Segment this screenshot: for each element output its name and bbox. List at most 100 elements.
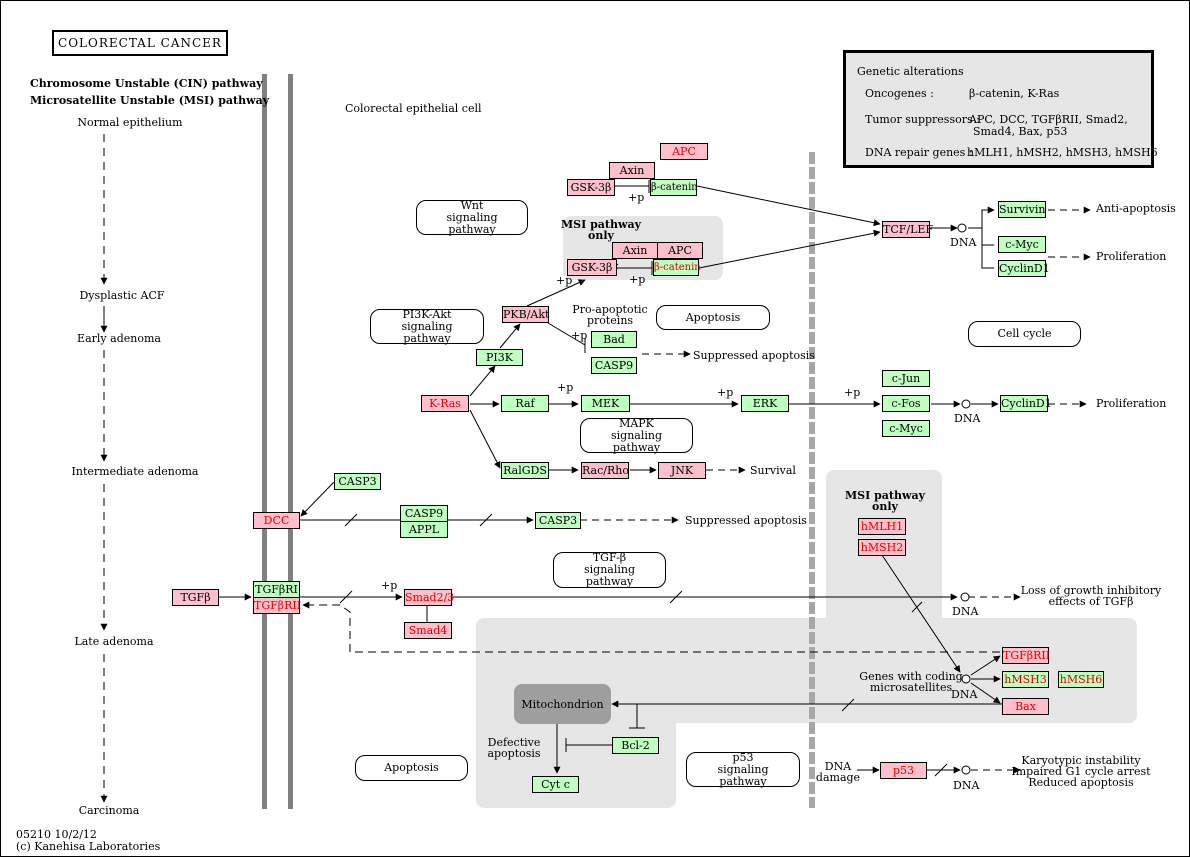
gene-hmsh2[interactable]: hMSH2	[858, 539, 906, 556]
gene-appl[interactable]: APPL	[400, 521, 448, 538]
plus-p-bad: +p	[571, 329, 588, 342]
footer-id-date: 05210 10/2/12	[16, 828, 97, 841]
mitochondrion[interactable]: Mitochondrion	[514, 684, 611, 724]
gene-tgfbr1[interactable]: TGFβRI	[253, 581, 300, 598]
gene-c-myc-mid[interactable]: c-Myc	[882, 420, 930, 437]
apoptosis-map-top[interactable]: Apoptosis	[656, 305, 770, 330]
mapk-signaling-map[interactable]: MAPK signaling pathway	[580, 417, 693, 453]
genes-coding-line1: Genes with coding	[859, 670, 963, 683]
proliferation-top-label: Proliferation	[1096, 250, 1167, 263]
stage-early-adenoma: Early adenoma	[77, 332, 161, 345]
gene-apc-top[interactable]: APC	[660, 143, 708, 160]
gene-casp9-mid[interactable]: CASP9	[400, 505, 448, 522]
gene-beta-catenin-top[interactable]: β-catenin	[650, 179, 698, 196]
gene-cyt-c[interactable]: Cyt c	[532, 776, 579, 793]
pi3k-akt-signaling-map[interactable]: PI3K-Akt signaling pathway	[370, 308, 484, 344]
dna-label-3: DNA	[952, 605, 979, 618]
membranes	[262, 74, 815, 809]
gene-dcc[interactable]: DCC	[253, 512, 300, 529]
pro-apoptotic-line1: Pro-apoptotic	[572, 303, 648, 316]
gene-axin-top[interactable]: Axin	[609, 162, 655, 179]
gene-bad[interactable]: Bad	[591, 331, 637, 348]
gene-tcf-lef[interactable]: TCF/LEF	[882, 221, 934, 238]
gene-c-jun[interactable]: c-Jun	[882, 370, 930, 387]
suppressed-apoptosis-top-label: Suppressed apoptosis	[693, 349, 815, 362]
gene-jnk[interactable]: JNK	[658, 462, 706, 479]
diagram-title: COLORECTAL CANCER	[52, 30, 228, 56]
genes-coding-line2: microsatellites	[869, 681, 953, 694]
gene-c-myc-top[interactable]: c-Myc	[998, 236, 1046, 253]
gene-erk[interactable]: ERK	[741, 395, 789, 412]
msi-label-right-line1: MSI pathway	[845, 489, 925, 502]
gene-ralgds[interactable]: RalGDS	[501, 462, 549, 479]
legend-oncogenes-label: Oncogenes :	[865, 87, 934, 100]
wnt-signaling-map[interactable]: Wnt signaling pathway	[416, 199, 528, 235]
dna-damage-line2: damage	[815, 771, 861, 784]
cell-label: Colorectal epithelial cell	[345, 102, 482, 115]
legend-repair-value: hMLH1, hMSH2, hMSH3, hMSH6	[967, 146, 1158, 159]
gene-beta-catenin-msi[interactable]: β-catenin	[653, 259, 701, 276]
gene-axin-msi[interactable]: Axin	[612, 242, 658, 259]
gene-cyclind1-top[interactable]: CyclinD1	[998, 260, 1050, 277]
gene-gsk3b-msi[interactable]: GSK-3β	[567, 259, 617, 276]
gene-tgfbr2-b[interactable]: TGFβRII	[1002, 647, 1051, 664]
gene-apc-msi[interactable]: APC	[657, 242, 703, 259]
p53-signaling-map[interactable]: p53 signaling pathway	[686, 751, 800, 787]
defective-apoptosis-line2: apoptosis	[487, 747, 541, 760]
gene-k-ras[interactable]: K-Ras	[421, 395, 469, 412]
gene-bax[interactable]: Bax	[1002, 698, 1049, 715]
gene-casp9-top[interactable]: CASP9	[591, 357, 637, 374]
gene-pi3k[interactable]: PI3K	[476, 349, 523, 366]
msi-pathway-header: Microsatellite Unstable (MSI) pathway	[30, 94, 270, 107]
gene-hmsh6[interactable]: hMSH6	[1058, 671, 1104, 688]
apoptosis-map-bottom[interactable]: Apoptosis	[355, 755, 468, 781]
dna-label-4: DNA	[951, 688, 978, 701]
gene-smad2-3[interactable]: Smad2/3	[404, 589, 455, 606]
gene-gsk3b-top[interactable]: GSK-3β	[567, 179, 615, 196]
stage-intermediate-adenoma: Intermediate adenoma	[71, 465, 199, 478]
gene-rac-rho[interactable]: Rac/Rho	[581, 462, 629, 479]
gene-hmlh1[interactable]: hMLH1	[858, 518, 906, 535]
dna-label-2: DNA	[954, 412, 981, 425]
gene-raf[interactable]: Raf	[501, 395, 549, 412]
loss-growth-line2: effects of TGFβ	[1048, 595, 1134, 608]
plus-p-gsk-top: +p	[628, 191, 645, 204]
cell-cycle-map[interactable]: Cell cycle	[968, 321, 1081, 347]
gene-c-fos[interactable]: c-Fos	[882, 395, 930, 412]
survival-label: Survival	[750, 464, 796, 477]
msi-label-top-line2: only	[588, 229, 614, 242]
dna-circle-2	[961, 399, 971, 409]
gene-hmsh3[interactable]: hMSH3	[1002, 671, 1049, 688]
stage-late-adenoma: Late adenoma	[74, 635, 154, 648]
gene-smad4[interactable]: Smad4	[404, 622, 452, 639]
pro-apoptotic-line2: proteins	[586, 314, 634, 327]
plus-p-erk: +p	[717, 386, 734, 399]
gene-survivin[interactable]: Survivin	[998, 201, 1046, 218]
gene-tgfbr2[interactable]: TGFβRII	[253, 597, 302, 614]
legend-box: Genetic alterations Oncogenes : β-cateni…	[843, 50, 1158, 168]
legend-suppressors-label: Tumor suppressors :	[865, 113, 980, 126]
plus-p-gsk-msi-left: +p	[556, 274, 573, 287]
dna-circles	[957, 223, 971, 775]
legend-suppressors-value-1: APC, DCC, TGFβRII, Smad2,	[969, 113, 1128, 126]
karyotypic-line2: Impaired G1 cycle arrest	[1011, 765, 1151, 778]
proliferation-mid-label: Proliferation	[1096, 397, 1167, 410]
cin-pathway-header: Chromosome Unstable (CIN) pathway	[30, 77, 263, 90]
stage-carcinoma: Carcinoma	[78, 804, 140, 817]
gene-casp3-top[interactable]: CASP3	[334, 473, 381, 490]
dna-circle-4	[961, 674, 971, 684]
tgf-beta-signaling-map[interactable]: TGF-β signaling pathway	[553, 552, 666, 588]
karyotypic-line1: Karyotypic instability	[1021, 754, 1141, 767]
stage-normal: Normal epithelium	[77, 116, 183, 129]
gene-mek[interactable]: MEK	[581, 395, 630, 412]
gene-p53[interactable]: p53	[880, 762, 927, 779]
gene-casp3-mid[interactable]: CASP3	[535, 512, 581, 529]
gene-bcl-2[interactable]: Bcl-2	[612, 737, 659, 754]
msi-label-top-line1: MSI pathway	[561, 218, 641, 231]
plus-p-mek: +p	[557, 381, 574, 394]
dna-circle-5	[961, 765, 971, 775]
karyotypic-line3: Reduced apoptosis	[1028, 776, 1134, 789]
gene-tgfb[interactable]: TGFβ	[172, 589, 219, 606]
gene-pkb-akt[interactable]: PKB/Akt	[502, 306, 550, 323]
gene-cyclind1-mid[interactable]: CyclinD1	[1000, 395, 1052, 412]
